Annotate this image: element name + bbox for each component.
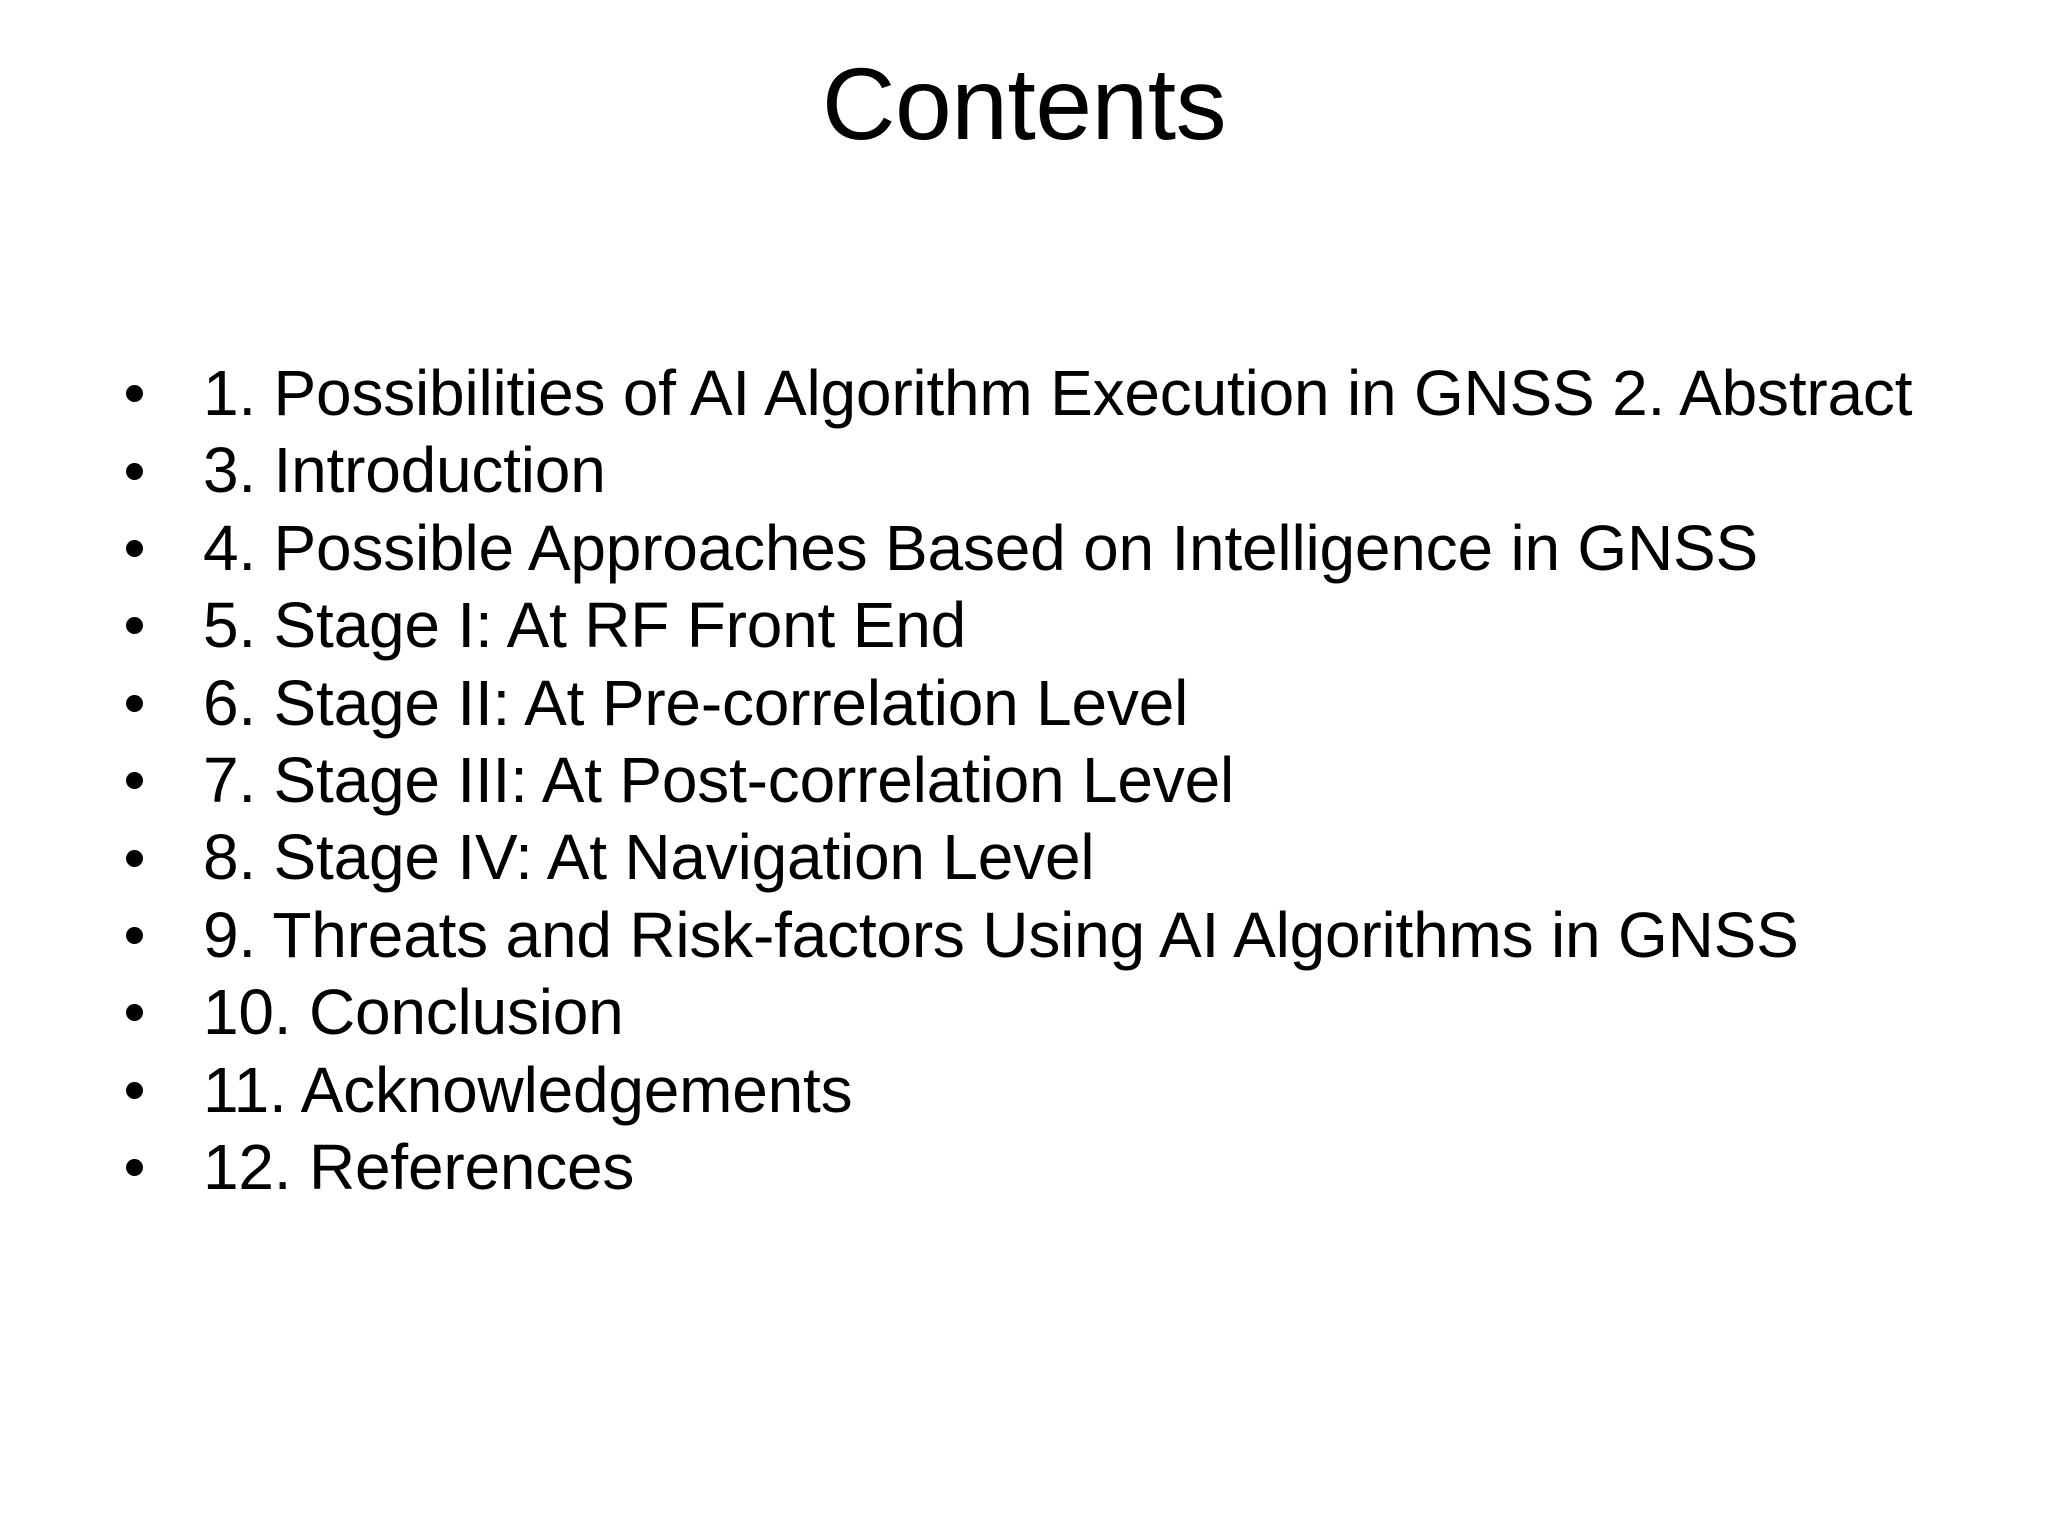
- list-item-label: 1. Possibilities of AI Algorithm Executi…: [203, 357, 1913, 429]
- list-item-label: 7. Stage III: At Post-correlation Level: [203, 743, 1234, 816]
- bullet-dot-icon: [126, 1004, 143, 1022]
- bullet-dot-icon: [126, 849, 143, 867]
- list-item-label: 12. References: [203, 1130, 635, 1203]
- list-item-label: 4. Possible Approaches Based on Intellig…: [203, 511, 1759, 584]
- list-item[interactable]: 4. Possible Approaches Based on Intellig…: [110, 510, 1990, 587]
- list-item[interactable]: 5. Stage I: At RF Front End: [110, 587, 1990, 664]
- list-item-label: 9. Threats and Risk-factors Using AI Alg…: [203, 898, 1799, 971]
- bullet-dot-icon: [126, 539, 143, 557]
- bullet-dot-icon: [126, 694, 143, 712]
- list-item[interactable]: 11. Acknowledgements: [110, 1052, 1990, 1129]
- bullet-dot-icon: [126, 617, 143, 635]
- page-title: Contents: [821, 47, 1227, 161]
- list-item[interactable]: 3. Introduction: [110, 432, 1990, 509]
- bullet-dot-icon: [126, 385, 143, 403]
- list-item[interactable]: 7. Stage III: At Post-correlation Level: [110, 742, 1990, 819]
- bullet-dot-icon: [126, 1081, 143, 1099]
- list-item-label: 11. Acknowledgements: [203, 1053, 853, 1126]
- list-item-label: 6. Stage II: At Pre-correlation Level: [203, 666, 1189, 739]
- list-item-label: 3. Introduction: [203, 434, 606, 507]
- list-item-label: 10. Conclusion: [203, 976, 624, 1049]
- list-item[interactable]: 12. References: [110, 1129, 1990, 1206]
- list-item[interactable]: 8. Stage IV: At Navigation Level: [110, 819, 1990, 896]
- bullet-dot-icon: [126, 926, 143, 944]
- contents-bullet-list: 1. Possibilities of AI Algorithm Executi…: [110, 355, 1990, 1206]
- bullet-dot-icon: [126, 462, 143, 480]
- list-item[interactable]: 9. Threats and Risk-factors Using AI Alg…: [110, 897, 1990, 974]
- list-item[interactable]: 10. Conclusion: [110, 974, 1990, 1051]
- bullet-dot-icon: [126, 1159, 143, 1177]
- list-item[interactable]: 1. Possibilities of AI Algorithm Executi…: [110, 355, 1990, 432]
- contents-list-container: 1. Possibilities of AI Algorithm Executi…: [110, 355, 1990, 1206]
- bullet-dot-icon: [126, 772, 143, 790]
- list-item[interactable]: 6. Stage II: At Pre-correlation Level: [110, 665, 1990, 742]
- list-item-label: 8. Stage IV: At Navigation Level: [203, 821, 1095, 894]
- list-item-label: 5. Stage I: At RF Front End: [203, 589, 966, 662]
